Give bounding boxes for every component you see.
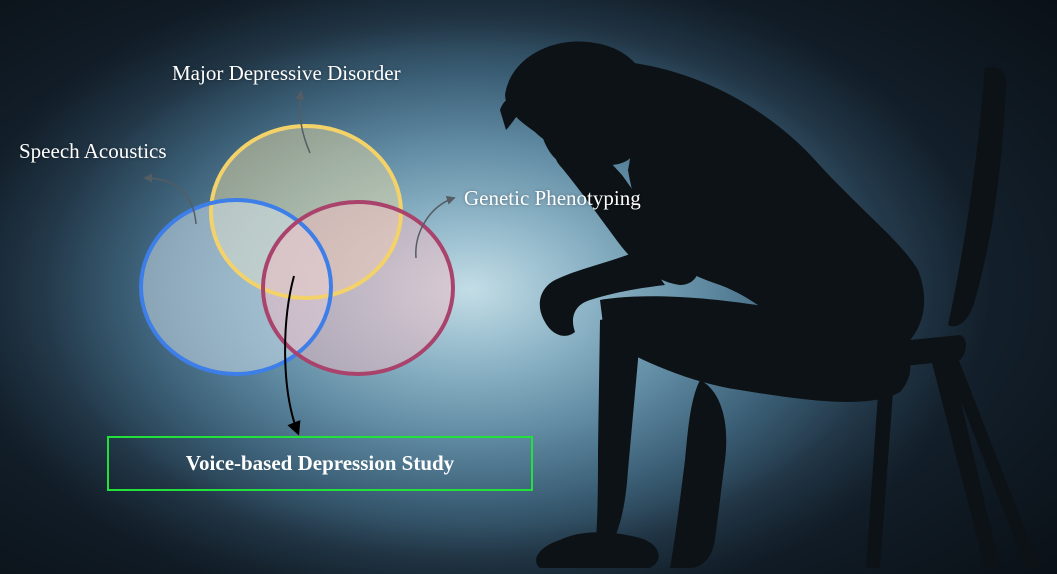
result-label: Voice-based Depression Study (185, 451, 455, 475)
arrow-genetic-phenotyping (415, 196, 456, 259)
label-major-depressive-disorder: Major Depressive Disorder (172, 61, 401, 85)
outline-genetic-phenotyping (261, 200, 455, 376)
person-silhouette (500, 41, 1040, 568)
label-genetic-phenotyping: Genetic Phenotyping (464, 186, 641, 210)
arrow-speech-acoustics (143, 173, 197, 225)
outline-speech-acoustics (139, 198, 333, 376)
label-speech-acoustics: Speech Acoustics (19, 139, 167, 163)
arrow-to-result (284, 275, 301, 436)
result-box: Voice-based Depression Study (107, 436, 533, 491)
set-circle-genetic-phenotyping (263, 202, 453, 374)
arrow-major-depressive-disorder (295, 90, 311, 154)
